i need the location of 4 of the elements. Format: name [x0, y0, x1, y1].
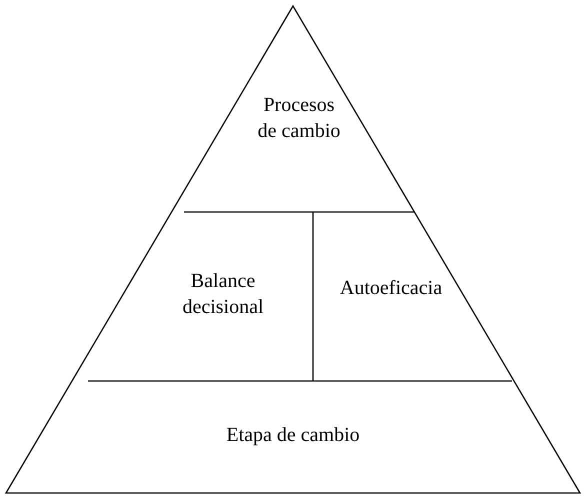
pyramid-section: Procesos de cambio [254, 92, 344, 144]
pyramid-section: Autoeficacia [316, 275, 466, 301]
pyramid-section: Balance decisional [168, 268, 278, 320]
pyramid-section: Etapa de cambio [163, 422, 423, 448]
